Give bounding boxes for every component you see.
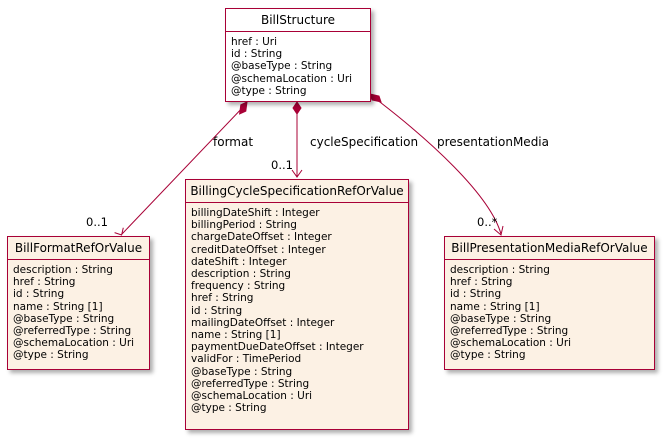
- attribute: description : String: [191, 268, 291, 281]
- attribute: @type : String: [191, 402, 267, 415]
- attribute: id : String: [191, 304, 243, 317]
- attribute: href : Uri: [231, 36, 278, 48]
- format-multiplicity: 0..1: [86, 215, 108, 229]
- cycle-multiplicity: 0..1: [271, 158, 293, 172]
- media-composition-diamond: [369, 93, 382, 103]
- attribute: billingDateShift : Integer: [191, 207, 320, 219]
- attribute: @schemaLocation : Uri: [13, 337, 135, 350]
- attribute: @schemaLocation : Uri: [231, 72, 353, 85]
- attribute: id : String: [231, 48, 283, 61]
- attribute: @schemaLocation : Uri: [450, 337, 572, 350]
- class-bill-format-ref-or-value: BillFormatRefOrValue description : Strin…: [7, 236, 150, 370]
- attribute: name : String [1]: [450, 300, 540, 313]
- attribute: @baseType : String: [231, 60, 333, 73]
- media-arrowhead: [493, 225, 504, 236]
- class-bill-presentation-media-ref-or-value: BillPresentationMediaRefOrValue descript…: [444, 236, 655, 370]
- attribute: name : String [1]: [191, 329, 281, 342]
- cycle-edge-label: cycleSpecification: [310, 135, 419, 149]
- class-name: BillingCycleSpecificationRefOrValue: [186, 180, 408, 203]
- attribute: billingPeriod : String: [191, 219, 297, 232]
- cycle-arrowhead: [291, 169, 303, 178]
- attribute: @type : String: [231, 84, 307, 97]
- attribute-list: href : Uri id : String @baseType : Strin…: [226, 32, 370, 97]
- class-bill-structure: BillStructure href : Uri id : String @ba…: [225, 8, 371, 102]
- class-billing-cycle-specification-ref-or-value: BillingCycleSpecificationRefOrValue bill…: [185, 179, 409, 430]
- attribute: paymentDueDateOffset : Integer: [191, 341, 364, 354]
- format-link-line: [121, 103, 247, 235]
- attribute: @baseType : String: [13, 312, 115, 325]
- attribute: description : String: [450, 264, 550, 276]
- attribute: @type : String: [13, 349, 89, 362]
- attribute-list: billingDateShift : Integer billingPeriod…: [186, 203, 408, 414]
- media-multiplicity: 0..*: [477, 215, 498, 229]
- attribute: chargeDateOffset : Integer: [191, 231, 332, 244]
- format-composition-diamond: [238, 101, 248, 115]
- attribute: dateShift : Integer: [191, 255, 287, 268]
- format-arrowhead: [114, 227, 124, 236]
- class-name: BillPresentationMediaRefOrValue: [445, 237, 654, 260]
- media-link-line: [371, 95, 502, 235]
- attribute: @type : String: [450, 349, 526, 362]
- attribute: @referredType : String: [450, 325, 569, 338]
- attribute-list: description : String href : String id : …: [8, 260, 149, 362]
- class-name: BillStructure: [226, 9, 370, 32]
- attribute: @referredType : String: [191, 377, 310, 390]
- attribute: mailingDateOffset : Integer: [191, 316, 335, 329]
- attribute: frequency : String: [191, 280, 286, 293]
- attribute: @schemaLocation : Uri: [191, 390, 313, 403]
- attribute: @baseType : String: [450, 312, 552, 325]
- attribute: href : String: [450, 276, 513, 289]
- format-edge-label: format: [213, 135, 254, 149]
- attribute: href : String: [191, 292, 254, 305]
- media-edge-label: presentationMedia: [437, 135, 549, 149]
- attribute: href : String: [13, 276, 76, 289]
- attribute: name : String [1]: [13, 300, 103, 313]
- attribute: id : String: [450, 288, 502, 301]
- attribute: validFor : TimePeriod: [191, 353, 302, 366]
- attribute: @referredType : String: [13, 325, 132, 338]
- attribute-list: description : String href : String id : …: [445, 260, 654, 362]
- class-name: BillFormatRefOrValue: [8, 237, 149, 260]
- attribute: id : String: [13, 288, 65, 301]
- attribute: @baseType : String: [191, 365, 293, 378]
- cycle-composition-diamond: [292, 101, 302, 115]
- attribute: creditDateOffset : Integer: [191, 243, 326, 256]
- attribute: description : String: [13, 264, 113, 276]
